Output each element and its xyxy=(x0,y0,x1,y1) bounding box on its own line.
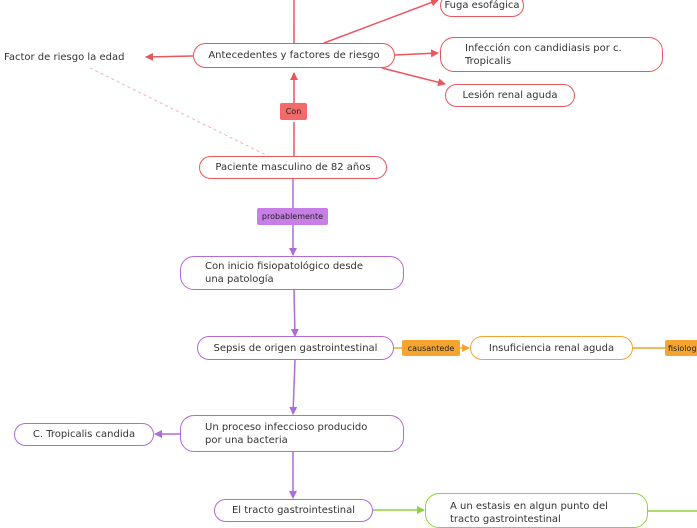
edge-sepsis-proceso xyxy=(289,359,298,415)
link-label-fisiolog[interactable]: fisiolog xyxy=(665,340,697,356)
edge-antecedentes-factor-edad xyxy=(145,52,194,61)
node-label: C. Tropicalis candida xyxy=(32,429,136,440)
node-inicio-fisiopatologico[interactable]: Con inicio fisiopatológico desde una pat… xyxy=(180,256,404,290)
node-factor-edad[interactable]: Factor de riesgo la edad xyxy=(2,49,142,66)
edge-antecedentes-fuga xyxy=(323,0,439,44)
node-fuga-esofagica[interactable]: Fuga esofágica xyxy=(440,0,524,17)
node-label: Sepsis de origen gastrointestinal xyxy=(213,342,378,354)
edge-antecedentes-infeccion xyxy=(394,49,439,58)
node-label: Antecedentes y factores de riesgo xyxy=(208,50,380,61)
node-label: Infección con candidiasis por c. Tropica… xyxy=(465,42,622,67)
node-antecedentes[interactable]: Antecedentes y factores de riesgo xyxy=(193,43,395,68)
node-label: Insuficiencia renal aguda xyxy=(488,342,615,354)
node-label: Factor de riesgo la edad xyxy=(4,52,125,63)
node-label: Paciente masculino de 82 años xyxy=(215,162,371,173)
node-label: El tracto gastrointestinal xyxy=(231,505,356,516)
edge-inicio-sepsis xyxy=(290,289,299,337)
node-label: Fuga esofágica xyxy=(444,0,520,11)
node-tropicalis-candida[interactable]: C. Tropicalis candida xyxy=(14,423,154,446)
node-insuficiencia-renal[interactable]: Insuficiencia renal aguda xyxy=(470,336,633,360)
link-label-causante-de[interactable]: causantede xyxy=(402,340,460,356)
node-label: Lesión renal aguda xyxy=(462,90,558,101)
node-tracto-gastrointestinal[interactable]: El tracto gastrointestinal xyxy=(214,499,373,522)
node-label: A un estasis en algun punto del tracto g… xyxy=(450,501,608,525)
node-label: Un proceso infeccioso producido por una … xyxy=(205,421,368,446)
node-paciente[interactable]: Paciente masculino de 82 años xyxy=(199,156,387,179)
node-proceso-infeccioso[interactable]: Un proceso infeccioso producido por una … xyxy=(180,415,404,452)
edge-antecedentes-lesion xyxy=(381,67,446,87)
link-label-probablemente[interactable]: probablemente xyxy=(257,208,328,225)
node-label: Con inicio fisiopatológico desde una pat… xyxy=(205,261,364,285)
link-label-con[interactable]: Con xyxy=(280,103,307,120)
node-infeccion-candidiasis[interactable]: Infección con candidiasis por c. Tropica… xyxy=(440,37,663,72)
node-sepsis[interactable]: Sepsis de origen gastrointestinal xyxy=(197,336,394,360)
node-estasis[interactable]: A un estasis en algun punto del tracto g… xyxy=(425,493,648,528)
edge-dashed-paciente-factor xyxy=(87,66,271,158)
node-lesion-renal[interactable]: Lesión renal aguda xyxy=(445,84,575,107)
